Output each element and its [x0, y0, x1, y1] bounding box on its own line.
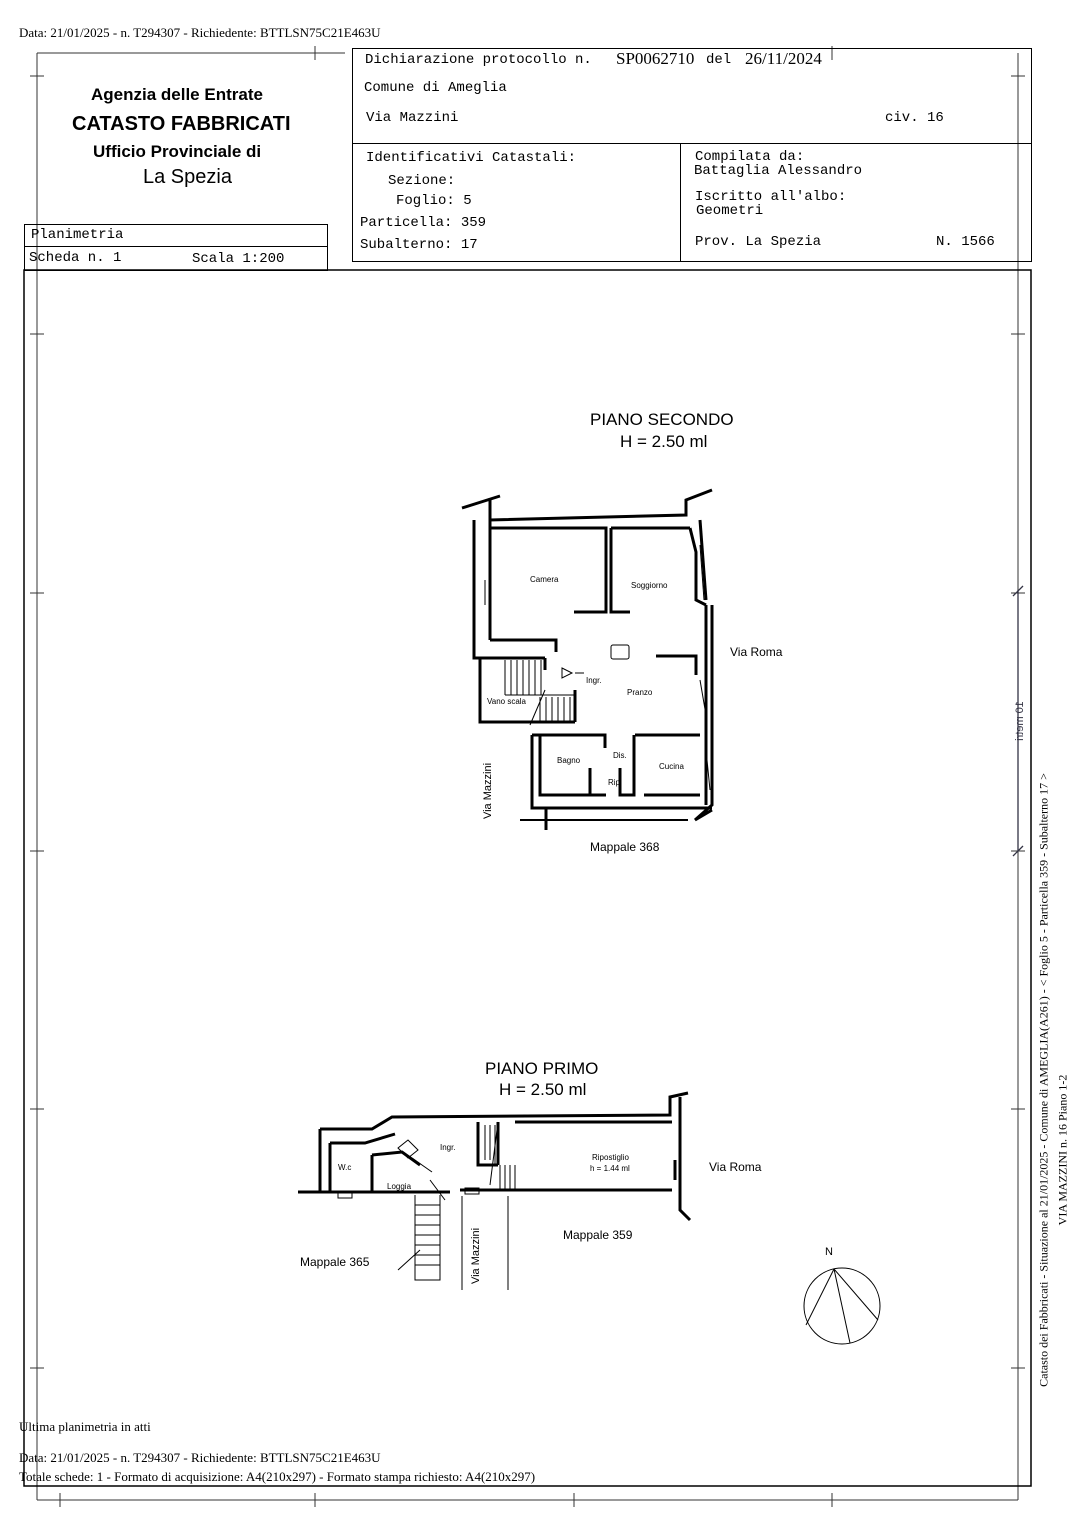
civico: civ. 16	[885, 110, 944, 126]
albo-label: Iscritto all'albo:	[695, 189, 847, 205]
side-situazione: Catasto dei Fabbricati - Situazione al 2…	[1036, 773, 1051, 1387]
particella: Particella: 359	[360, 215, 487, 231]
office-city: La Spezia	[143, 166, 232, 188]
room-bagno: Bagno	[557, 756, 581, 765]
top-request-info: Data: 21/01/2025 - n. T294307 - Richiede…	[19, 25, 381, 40]
sezione: Sezione:	[388, 173, 456, 189]
room-vano-scala: Vano scala	[487, 697, 526, 706]
room-camera: Camera	[530, 575, 559, 584]
agency-name: Agenzia delle Entrate	[91, 85, 263, 104]
planimetria-label: Planimetria	[31, 227, 124, 243]
room-soggiorno: Soggiorno	[631, 581, 668, 590]
compilata-label: Compilata da:	[695, 149, 805, 165]
scala-label: Scala 1:200	[192, 251, 285, 267]
planimetria-box	[24, 224, 328, 271]
footer-data: Data: 21/01/2025 - n. T294307 - Richiede…	[19, 1450, 381, 1465]
identifiers-box	[352, 143, 1032, 262]
room-pranzo: Pranzo	[627, 688, 653, 697]
scheda-label: Scheda n. 1	[29, 250, 122, 266]
room-ingresso-primo: Ingr.	[440, 1143, 456, 1152]
identificativi-title: Identificativi Catastali:	[366, 150, 577, 166]
comune: Comune di Ameglia	[364, 80, 507, 96]
room-ripostiglio: Rip.	[608, 778, 623, 787]
subalterno: Subalterno: 17	[360, 237, 478, 253]
room-wc: W.c	[338, 1163, 352, 1172]
piano-secondo-height: H = 2.50 ml	[620, 432, 708, 451]
piano-secondo-title: PIANO SECONDO	[590, 410, 734, 429]
room-disimpegno: Dis.	[613, 751, 627, 760]
mappale-365: Mappale 365	[300, 1255, 370, 1269]
albo-value: Geometri	[696, 203, 764, 219]
identifiers-divider	[680, 143, 681, 262]
room-cucina: Cucina	[659, 762, 684, 771]
protocol-del: del	[706, 52, 732, 68]
provincia: Prov. La Spezia	[695, 234, 822, 250]
street-via-roma: Via Roma	[730, 645, 783, 659]
side-address: VIA MAZZINI n. 16 Piano 1-2	[1055, 1074, 1070, 1226]
piano-primo-title: PIANO PRIMO	[485, 1059, 599, 1078]
foglio: Foglio: 5	[396, 193, 472, 209]
piano-primo-height: H = 2.50 ml	[499, 1080, 587, 1099]
street-via-roma-primo: Via Roma	[709, 1160, 762, 1174]
planimetria-divider	[24, 246, 328, 247]
footer-ultima-planimetria: Ultima planimetria in atti	[19, 1419, 151, 1434]
north-label: N	[825, 1246, 833, 1258]
mappale-359: Mappale 359	[563, 1228, 633, 1242]
via: Via Mazzini	[366, 110, 459, 126]
catasto-title: CATASTO FABBRICATI	[72, 113, 291, 135]
room-loggia: Loggia	[387, 1182, 412, 1191]
room-ingresso: Ingr.	[586, 676, 602, 685]
albo-number: N. 1566	[936, 234, 995, 250]
footer-totale-schede: Totale schede: 1 - Formato di acquisizio…	[19, 1469, 536, 1484]
protocol-label: Dichiarazione protocollo n.	[365, 52, 592, 68]
ripostiglio-height: h = 1.44 ml	[590, 1164, 630, 1173]
protocol-date: 26/11/2024	[745, 49, 822, 68]
mappale-368: Mappale 368	[590, 840, 660, 854]
room-ripostiglio-primo: Ripostiglio	[592, 1153, 629, 1162]
protocol-number: SP0062710	[616, 49, 695, 68]
scale-bar-label: 10 metri	[1013, 701, 1026, 741]
compilata-name: Battaglia Alessandro	[694, 163, 863, 179]
office-label: Ufficio Provinciale di	[93, 142, 262, 161]
